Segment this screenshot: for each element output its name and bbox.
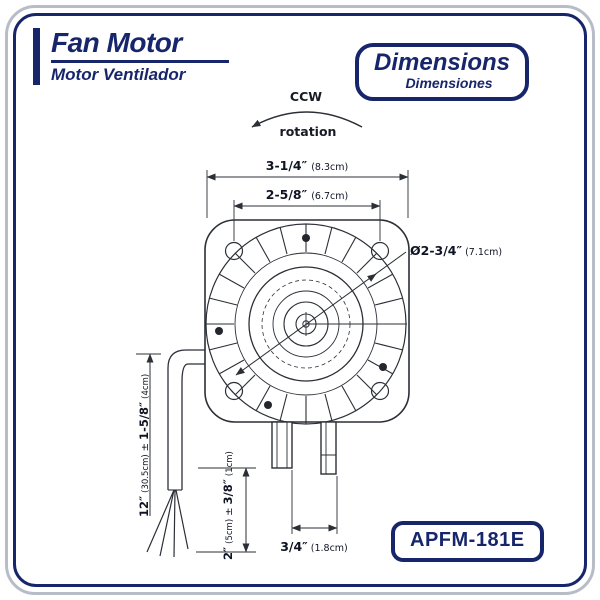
ccw-label: CCW xyxy=(290,89,322,104)
bolt-dot xyxy=(379,363,387,371)
corner-hole xyxy=(370,381,390,401)
prong-left-detail xyxy=(276,422,288,468)
outer-width-label: 3-1/4″(8.3cm) xyxy=(266,158,348,173)
shaft-prong-left xyxy=(271,421,293,469)
dimensions-title: Dimensions xyxy=(374,49,511,76)
dim-hole-spacing: 2-5/8″(6.7cm) xyxy=(233,187,381,241)
bolt-dot xyxy=(264,401,272,409)
rotation-annotation: CCW rotation xyxy=(251,89,363,139)
model-badge: APFM-181E xyxy=(391,521,544,562)
shaft-prong-right xyxy=(320,421,337,475)
header-rule xyxy=(51,60,229,64)
dim-outer-width: 3-1/4″(8.3cm) xyxy=(206,158,409,218)
dim-strip-length: 2″(5cm)±3/8″(1cm) xyxy=(196,451,256,560)
product-title: Fan Motor xyxy=(51,27,182,58)
cord-strands xyxy=(146,489,189,558)
dim-lead-length: 12″(30.5cm)±1-5/8″(4cm) xyxy=(136,353,161,517)
strip-length-label: 2″(5cm)±3/8″(1cm) xyxy=(221,451,235,560)
bolt-dot xyxy=(215,327,223,335)
ccw-arrow xyxy=(251,111,363,128)
dim-diameter: Ø2-3/4″(7.1cm) xyxy=(235,243,502,376)
product-subtitle: Motor Ventilador xyxy=(51,65,186,85)
inner-frame xyxy=(13,13,587,587)
dimensions-subtitle: Dimensiones xyxy=(405,75,493,92)
product-header: Fan Motor Motor Ventilador xyxy=(33,28,229,86)
corner-hole xyxy=(224,241,244,261)
dim-extension-lines xyxy=(291,470,338,534)
prong-right-detail xyxy=(321,422,336,474)
header-accent-bar xyxy=(33,28,40,86)
header-text: Fan Motor Motor Ventilador xyxy=(51,28,229,85)
model-code: APFM-181E xyxy=(410,529,525,551)
corner-hole xyxy=(224,381,244,401)
motor-drawing xyxy=(146,219,410,558)
diameter-arrow xyxy=(367,273,377,282)
bolt-dot xyxy=(302,234,310,242)
lead-length-label: 12″(30.5cm)±1-5/8″(4cm) xyxy=(137,374,151,517)
power-cord-outer xyxy=(167,349,205,490)
hole-spacing-label: 2-5/8″(6.7cm) xyxy=(266,187,348,202)
diameter-line xyxy=(235,251,407,376)
corner-hole xyxy=(370,241,390,261)
rotation-label: rotation xyxy=(280,124,337,139)
power-cord-inner xyxy=(181,363,205,490)
outer-frame xyxy=(5,5,595,595)
dim-shaft-spacing: 3/4″(1.8cm) xyxy=(280,470,348,554)
dimensions-badge: Dimensions Dimensiones xyxy=(355,43,530,102)
diameter-label: Ø2-3/4″(7.1cm) xyxy=(410,243,502,258)
shaft-spacing-label: 3/4″(1.8cm) xyxy=(280,539,348,554)
